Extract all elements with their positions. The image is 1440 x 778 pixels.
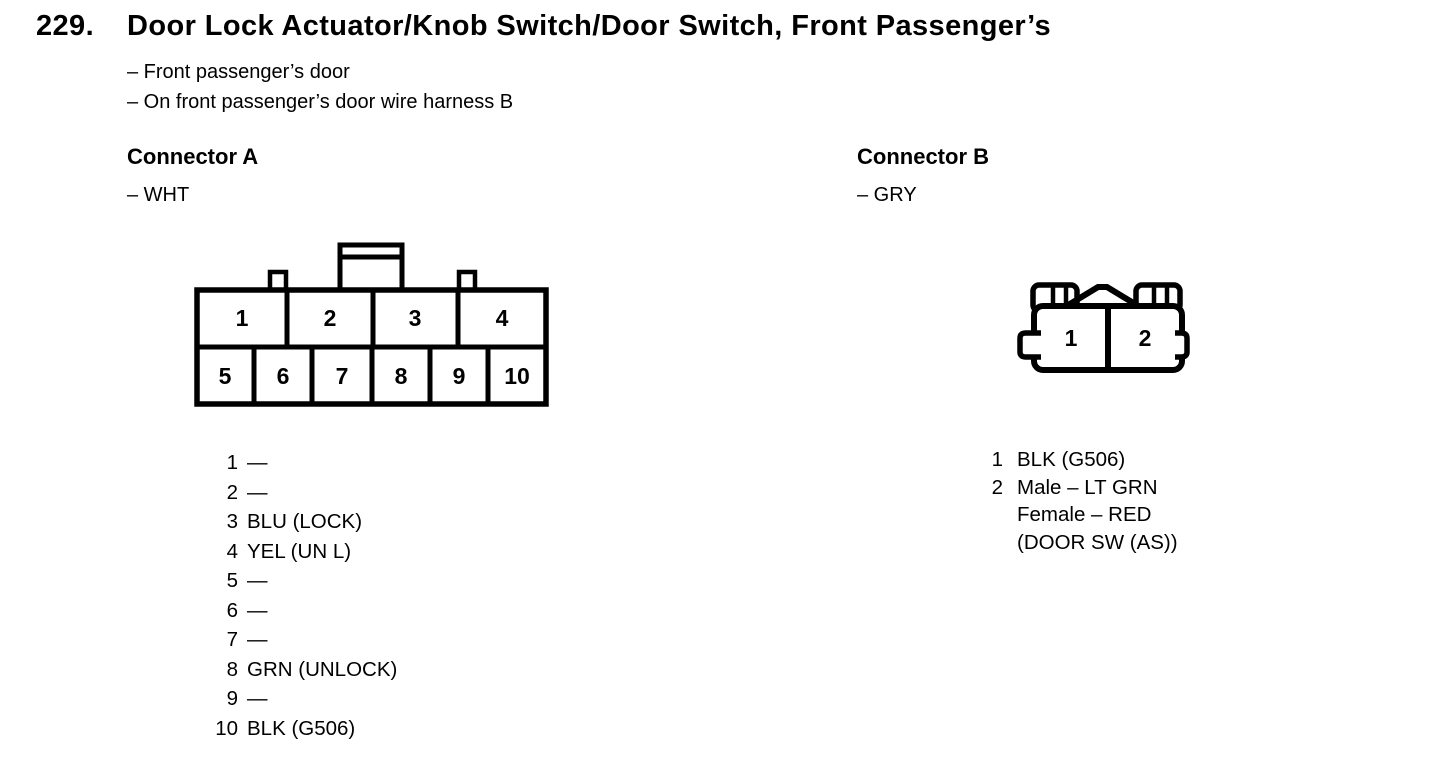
- pin-wire-label: GRN (UNLOCK): [247, 657, 398, 681]
- cavity-number: 1: [1065, 325, 1078, 351]
- pin-row: 5 —: [185, 566, 397, 596]
- pin-number: 9: [226, 687, 238, 710]
- cavity-number: 4: [496, 305, 509, 331]
- connector-b-heading: Connector B: [857, 144, 989, 169]
- connector-a-heading: Connector A: [127, 144, 259, 169]
- chevron-ridge: [1063, 284, 1142, 310]
- pin-number: 5: [226, 569, 238, 592]
- cavity-number: 3: [409, 305, 422, 331]
- pin-row: 6 —: [185, 596, 397, 626]
- pin-number: 2: [991, 475, 1003, 499]
- pin-number: 1: [226, 451, 238, 474]
- pin-row: 7 —: [185, 625, 397, 655]
- pin-wire-line: Male – LT GRN: [1017, 475, 1158, 499]
- pin-wire-label: —: [247, 480, 268, 504]
- pin-wire-label: BLU (LOCK): [247, 510, 363, 533]
- pin-wire-label: Male – LT GRN Female – RED (DOOR SW (AS)…: [1017, 474, 1178, 557]
- pin-row: 2 Male – LT GRN Female – RED (DOOR SW (A…: [955, 474, 1178, 557]
- pin-number: 7: [226, 628, 238, 651]
- cavity-number: 2: [324, 305, 337, 331]
- pin-number: 1: [991, 448, 1003, 471]
- pin-wire-label: —: [247, 687, 268, 710]
- section-number: 229.: [36, 10, 95, 42]
- cavity-number: 6: [277, 363, 290, 389]
- cavity-number: 8: [395, 363, 408, 389]
- pin-number: 3: [226, 510, 238, 533]
- cavity-number: 2: [1139, 325, 1152, 351]
- pin-wire-label: YEL (UN L): [247, 539, 352, 563]
- cavity-number: 5: [219, 363, 232, 389]
- pin-wire-label: —: [247, 451, 268, 474]
- pin-number: 6: [226, 598, 238, 622]
- pin-row: 8 GRN (UNLOCK): [185, 655, 398, 685]
- pin-number: 4: [226, 539, 238, 563]
- note-line: – Front passenger’s door: [127, 61, 350, 83]
- pin-row: 3 BLU (LOCK): [185, 507, 397, 537]
- side-wing: [1017, 330, 1041, 360]
- pin-row: 1 BLK (G506): [955, 446, 1178, 474]
- pin-row: 4 YEL (UN L): [185, 537, 397, 567]
- latch-tab: [337, 242, 405, 294]
- connector-b-pin-list: 1 BLK (G506) 2 Male – LT GRN Female – RE…: [955, 446, 1178, 556]
- note-line: – On front passenger’s door wire harness…: [127, 91, 514, 113]
- pin-wire-label: BLK (G506): [1017, 448, 1126, 471]
- connector-a-pin-list: 1 — 2 — 3 BLU (LOCK) 4 YEL (UN L) 5 — 6 …: [185, 448, 397, 743]
- cavity-number: 1: [236, 305, 249, 331]
- cavity-number: 9: [453, 363, 466, 389]
- pin-row: 10 BLK (G506): [185, 714, 397, 744]
- connector-a-diagram: 1 2 3 4 5 6 7 8 9 10: [194, 242, 549, 407]
- section-title: Door Lock Actuator/Knob Switch/Door Swit…: [127, 10, 1052, 42]
- pin-wire-line: (DOOR SW (AS)): [1017, 530, 1178, 554]
- connector-a-color-note: – WHT: [127, 184, 190, 206]
- connector-b-color-note: – GRY: [857, 184, 917, 206]
- pin-wire-label: —: [247, 628, 268, 651]
- pin-wire-label: —: [247, 598, 268, 622]
- pin-number: 2: [226, 480, 238, 504]
- pin-wire-label: —: [247, 569, 268, 592]
- side-wing: [1175, 330, 1190, 360]
- pin-row: 9 —: [185, 684, 397, 714]
- location-notes: – Front passenger’s door – On front pass…: [127, 57, 513, 117]
- pin-wire-label: BLK (G506): [247, 716, 356, 740]
- cavity-number: 7: [336, 363, 349, 389]
- cavity-number: 10: [504, 363, 530, 389]
- connector-b-diagram: 1 2: [1017, 282, 1190, 373]
- page-title: 229. Door Lock Actuator/Knob Switch/Door…: [36, 10, 1051, 42]
- pin-number: 10: [215, 716, 238, 740]
- pin-row: 1 —: [185, 448, 397, 478]
- pin-wire-line: Female – RED: [1017, 503, 1152, 526]
- pin-number: 8: [226, 657, 238, 681]
- pin-row: 2 —: [185, 478, 397, 508]
